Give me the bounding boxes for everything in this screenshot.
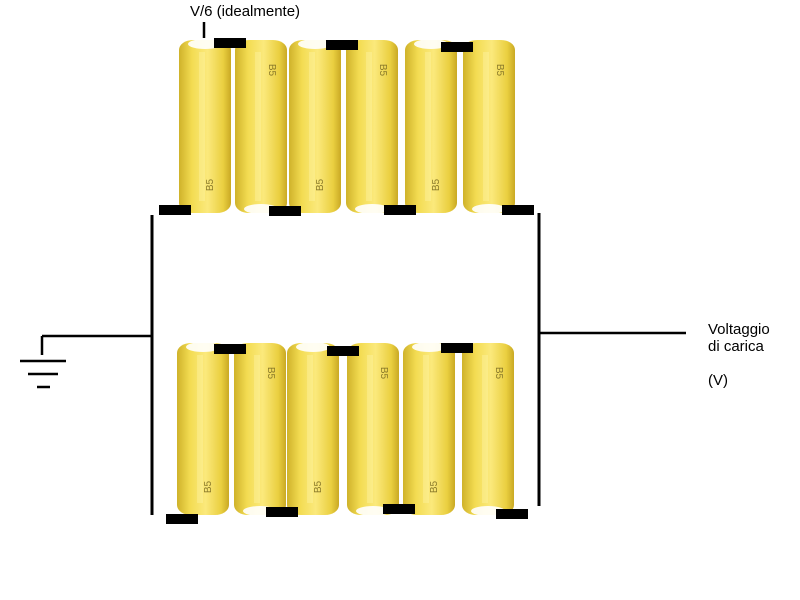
wires-layer [40, 22, 686, 515]
cell-marking: B5 [377, 64, 388, 77]
terminals-layer [159, 38, 534, 524]
cell-marking: B5 [203, 480, 214, 493]
terminal-tab [266, 507, 298, 517]
cell-marking: B5 [378, 367, 389, 380]
cell-marking: B5 [266, 64, 277, 77]
terminal-tab [327, 346, 359, 356]
battery-cell: B5 [234, 343, 286, 516]
cell-marking: B5 [205, 178, 216, 191]
battery-cell: B5 [463, 40, 515, 214]
cell-marking: B5 [431, 178, 442, 191]
terminal-tab [214, 38, 246, 48]
terminal-tab [269, 206, 301, 216]
battery-cell: B5 [287, 342, 339, 515]
battery-cell: B5 [405, 39, 457, 213]
battery-cell: B5 [289, 39, 341, 213]
cell-marking: B5 [265, 367, 276, 380]
terminal-tab [166, 514, 198, 524]
terminal-tab [159, 205, 191, 215]
cell-marking: B5 [313, 480, 324, 493]
terminal-tab [384, 205, 416, 215]
terminal-tab [502, 205, 534, 215]
charge-voltage-label: Voltaggio di carica (V) [708, 321, 770, 389]
terminal-tab [214, 344, 246, 354]
terminal-tab [496, 509, 528, 519]
battery-cell: B5 [179, 39, 231, 213]
tap-voltage-label: V/6 (idealmente) [190, 3, 301, 20]
cell-marking: B5 [494, 64, 505, 77]
battery-cell: B5 [347, 343, 399, 516]
cell-marking: B5 [315, 178, 326, 191]
battery-cell: B5 [346, 40, 398, 214]
terminal-tab [326, 40, 358, 50]
terminal-tab [441, 42, 473, 52]
cell-marking: B5 [493, 367, 504, 380]
battery-cell: B5 [403, 342, 455, 515]
battery-cell: B5 [235, 40, 287, 214]
battery-cell: B5 [177, 342, 229, 515]
cell-marking: B5 [429, 480, 440, 493]
battery-cell: B5 [462, 343, 514, 516]
ground-icon [20, 359, 66, 389]
terminal-tab [383, 504, 415, 514]
terminal-tab [441, 343, 473, 353]
